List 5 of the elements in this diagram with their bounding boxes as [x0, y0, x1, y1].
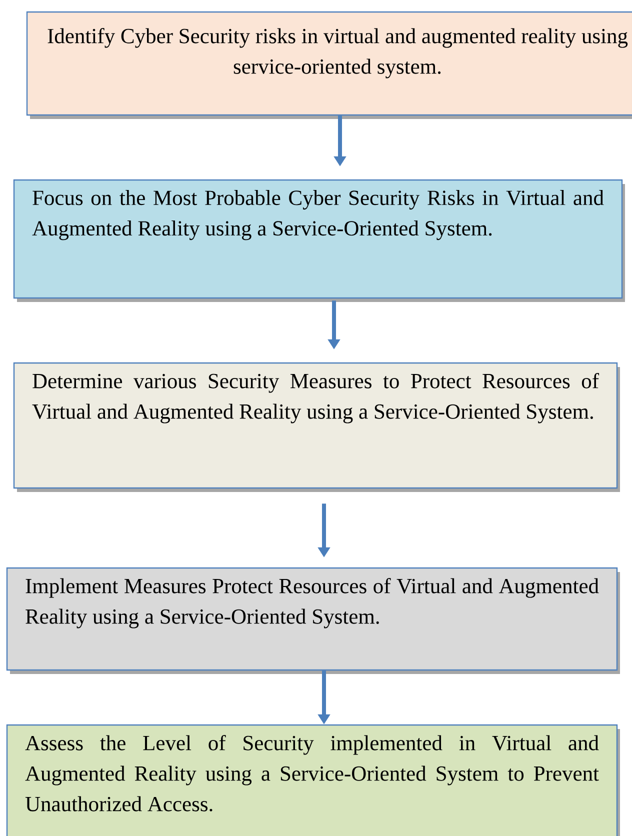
process-box: Focus on the Most Probable Cyber Security Risks in Virtual and Augmented Reality using a Service-Oriented System. [13, 179, 625, 302]
process-box: Determine various Security Measures to Protect Resources of Virtual and Augmented Reality using a Service-Oriented System. [13, 362, 620, 492]
process-box: Identify Cyber Security risks in virtual and augmented reality using service-oriented system. [26, 11, 632, 119]
process-box: Implement Measures Protect Resources of Virtual and Augmented Reality using a Service-Oriented System. [6, 567, 620, 674]
process-box: Assess the Level of Security implemented in Virtual and Augmented Reality using a Service-Oriented System to Prevent Unauthorized Access. [6, 724, 620, 836]
